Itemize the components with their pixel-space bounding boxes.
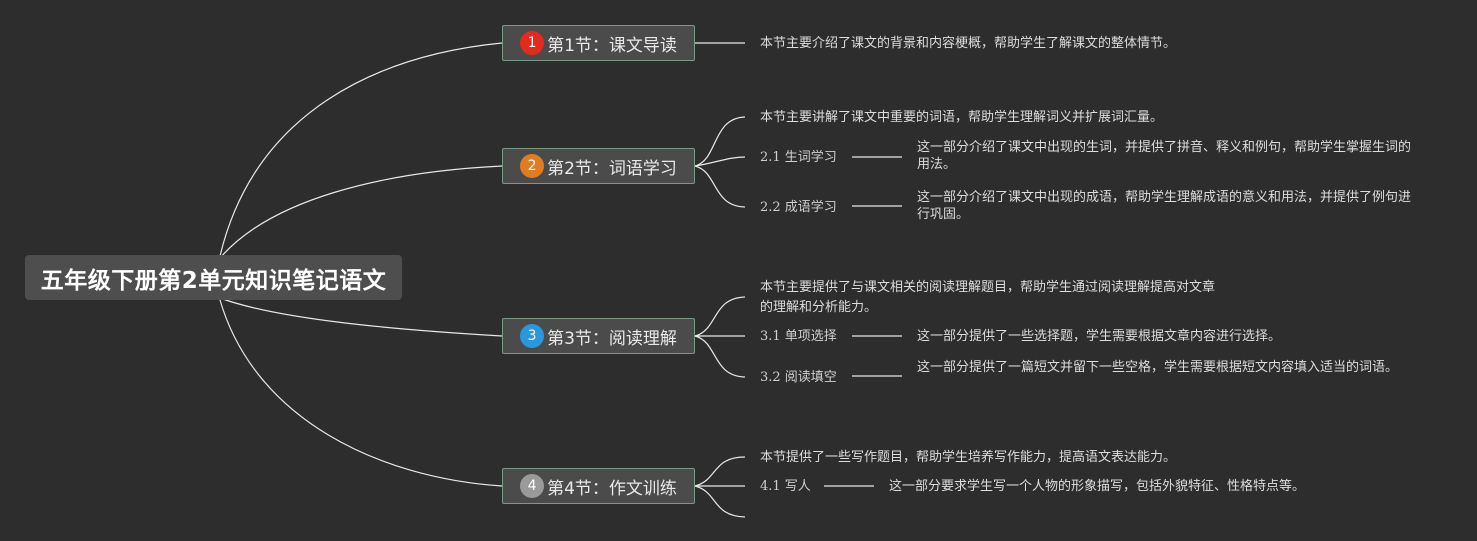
link-s4-empty — [694, 485, 746, 518]
section-4-sub-1-label[interactable]: 4.1 写人 — [760, 479, 811, 494]
section-1-label: 第1节：课文导读 — [547, 35, 677, 56]
number-4-badge-icon: 4 — [520, 474, 545, 498]
section-4-node[interactable]: 4 第4节：作文训练 — [502, 468, 695, 504]
section-1-summary: 本节主要介绍了课文的背景和内容梗概，帮助学生了解课文的整体情节。 — [760, 36, 1177, 51]
link-root-section-4 — [219, 299, 503, 487]
section-2-node[interactable]: 2 第2节：词语学习 — [502, 148, 695, 184]
root-topic[interactable]: 五年级下册第2单元知识笔记语文 — [25, 255, 402, 300]
section-4-label: 第4节：作文训练 — [547, 478, 677, 499]
number-1-badge-icon: 1 — [520, 31, 545, 55]
section-2-summary: 本节主要讲解了课文中重要的词语，帮助学生理解词义并扩展词汇量。 — [760, 110, 1164, 125]
section-2-sub-1-label[interactable]: 2.1 生词学习 — [760, 150, 837, 165]
link-s4-summary — [694, 456, 746, 487]
section-4-sub-1-desc: 这一部分要求学生写一个人物的形象描写，包括外貌特征、性格特点等。 — [889, 479, 1306, 494]
section-2-sub-2-desc: 这一部分介绍了课文中出现的成语，帮助学生理解成语的意义和用法，并提供了例句进行巩… — [917, 190, 1412, 222]
link-s2-summary — [694, 116, 746, 167]
section-3-summary-line-2: 的理解和分析能力。 — [760, 300, 878, 315]
section-3-summary-line-1: 本节主要提供了与课文相关的阅读理解题目，帮助学生通过阅读理解提高对文章 — [760, 280, 1216, 295]
link-root-section-1 — [219, 42, 503, 257]
section-2-label: 第2节：词语学习 — [547, 158, 677, 179]
section-4-summary: 本节提供了一些写作题目，帮助学生培养写作能力，提高语文表达能力。 — [760, 450, 1177, 465]
link-s2-sub2 — [694, 165, 746, 208]
link-s2-sub1 — [694, 156, 746, 167]
section-3-sub-2-desc: 这一部分提供了一篇短文并留下一些空格，学生需要根据短文内容填入适当的词语。 — [917, 360, 1399, 375]
link-s3-summary — [694, 296, 746, 337]
section-1-node[interactable]: 1 第1节：课文导读 — [502, 25, 695, 61]
number-2-badge-icon: 2 — [520, 154, 545, 178]
section-3-sub-1-label[interactable]: 3.1 单项选择 — [760, 329, 837, 344]
link-s3-sub2 — [694, 335, 746, 378]
section-3-label: 第3节：阅读理解 — [547, 328, 677, 349]
section-3-sub-1-desc: 这一部分提供了一些选择题，学生需要根据文章内容进行选择。 — [917, 329, 1282, 344]
section-3-sub-2-label[interactable]: 3.2 阅读填空 — [760, 370, 837, 385]
link-root-section-3 — [219, 297, 503, 337]
section-2-sub-2-label[interactable]: 2.2 成语学习 — [760, 200, 837, 215]
section-3-node[interactable]: 3 第3节：阅读理解 — [502, 318, 695, 354]
number-3-badge-icon: 3 — [520, 324, 545, 348]
link-root-section-2 — [219, 165, 503, 259]
section-2-sub-1-desc: 这一部分介绍了课文中出现的生词，并提供了拼音、释义和例句，帮助学生掌握生词的用法… — [917, 140, 1412, 172]
